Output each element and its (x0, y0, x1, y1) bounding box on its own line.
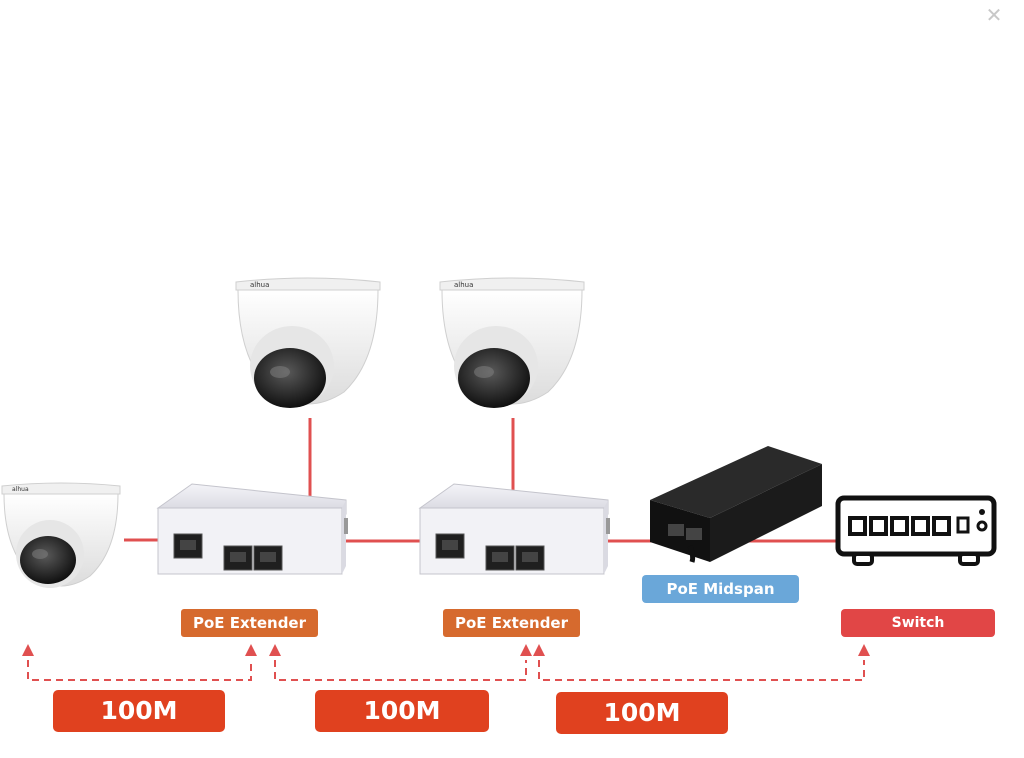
cables (124, 418, 836, 543)
dome-camera-icon: alhua (235, 277, 381, 408)
poe-extender-device-icon (418, 483, 610, 575)
segment-3-bracket (538, 660, 865, 681)
arrow-head (533, 644, 545, 656)
dome-camera-icon: alhua (1, 482, 121, 588)
segment-speed-3: 100M (556, 692, 728, 734)
arrow-head (858, 644, 870, 656)
segment-arrows (27, 660, 865, 681)
arrow-heads (22, 644, 870, 656)
svg-text:alhua: alhua (12, 486, 29, 493)
svg-text:alhua: alhua (250, 281, 269, 289)
network-switch-icon (835, 495, 997, 566)
arrow-head (245, 644, 257, 656)
segment-2-bracket (274, 660, 527, 681)
poe-extender-device-icon (156, 483, 348, 575)
label-poe-extender-1: PoE Extender (181, 609, 318, 637)
svg-text:alhua: alhua (454, 281, 473, 289)
label-poe-extender-2: PoE Extender (443, 609, 580, 637)
label-switch: Switch (841, 609, 995, 637)
segment-1-bracket (27, 660, 252, 681)
arrow-head (520, 644, 532, 656)
poe-injector-icon (650, 446, 822, 563)
dome-camera-icon: alhua (439, 277, 585, 408)
label-poe-midspan: PoE Midspan (642, 575, 799, 603)
segment-speed-2: 100M (315, 690, 489, 732)
arrow-head (22, 644, 34, 656)
arrow-head (269, 644, 281, 656)
segment-speed-1: 100M (53, 690, 225, 732)
close-icon[interactable]: ✕ (985, 3, 1003, 27)
